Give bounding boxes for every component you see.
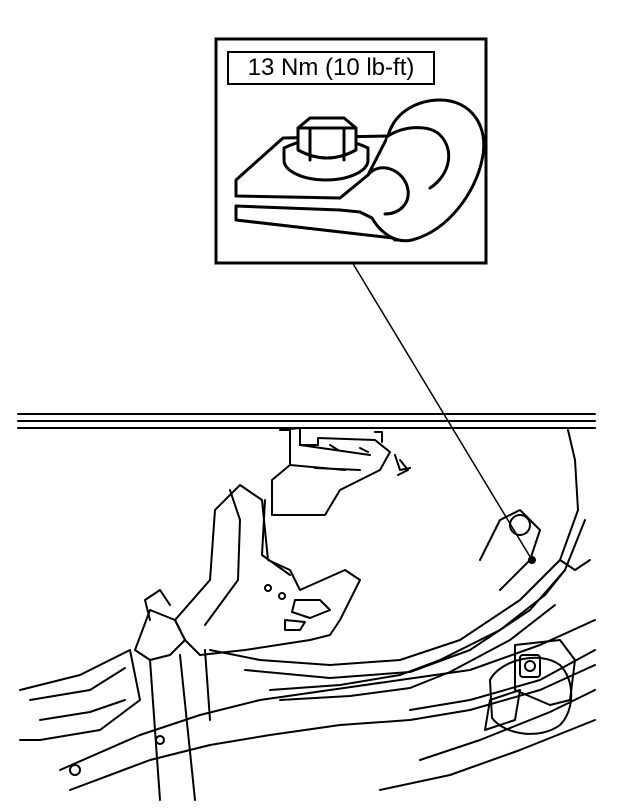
clip-bolt-detail	[234, 98, 486, 243]
torque-spec-label: 13 Nm (10 lb-ft)	[227, 51, 435, 85]
clip-location-marker	[528, 556, 536, 564]
vehicle-underbody	[17, 413, 596, 801]
leader-line	[351, 261, 533, 561]
